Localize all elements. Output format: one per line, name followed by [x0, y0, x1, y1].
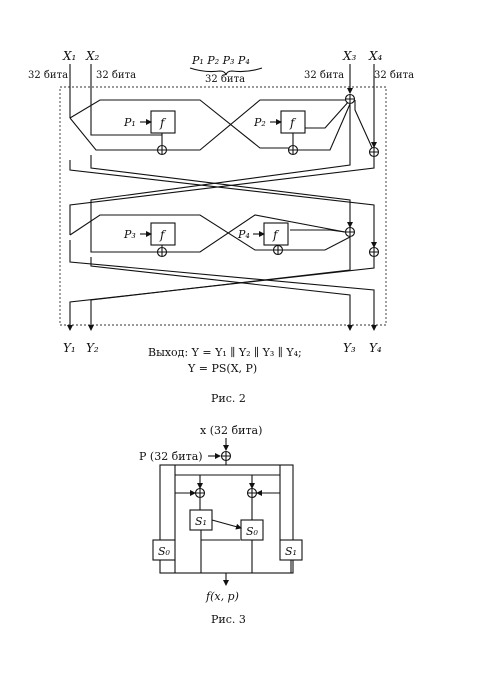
wire [90, 104, 351, 212]
output-y4-label: Y₄ [369, 341, 382, 355]
params-bits-label: 32 бита [205, 74, 245, 85]
wire [290, 229, 346, 233]
s0-mid-label: S₀ [246, 525, 259, 538]
f-box-3-label: f [159, 228, 167, 242]
params-label: P₁ P₂ P₃ P₄ [191, 54, 250, 67]
cipher-boundary [59, 86, 387, 326]
figure-2-caption: Рис. 2 [211, 392, 246, 405]
wire [69, 240, 377, 331]
input-x4-label: X₄ [368, 49, 383, 63]
output-y2-label: Y₂ [86, 341, 99, 355]
fig3-output-label: f(x, p) [205, 590, 239, 603]
figure-3-caption: Рис. 3 [211, 613, 246, 626]
params-brace [189, 67, 263, 76]
wire [90, 155, 351, 212]
figure-2: X₁ X₂ X₃ X₄ 32 бита 32 бита 32 бита 32 б… [28, 49, 414, 405]
figure-3: x (32 бита) P (32 бита) S₁ S₀ S₀ S₁ [139, 424, 303, 626]
bits-label-right: 32 бита [374, 70, 414, 81]
s0-left-label: S₀ [158, 545, 171, 558]
wire [354, 100, 375, 153]
wire [88, 237, 351, 331]
fig3-frame [159, 464, 294, 574]
wire [167, 99, 346, 151]
xor-symbol [156, 246, 168, 258]
wire [90, 88, 162, 136]
input-x3-label: X₃ [342, 49, 357, 63]
p2-label: P₂ [253, 116, 266, 129]
wire [69, 214, 273, 251]
wire [167, 214, 346, 253]
xor-symbol [368, 246, 380, 258]
p1-label: P₁ [123, 116, 136, 129]
xor-symbol [287, 144, 299, 156]
xor-symbol [156, 144, 168, 156]
wire [90, 257, 353, 331]
xor-symbol [246, 487, 258, 499]
fig3-p-label: P (32 бита) [139, 450, 203, 463]
f-box-2-label: f [289, 116, 297, 130]
p3-label: P₃ [123, 228, 136, 241]
output-y1-label: Y₁ [63, 341, 76, 355]
wire [69, 99, 293, 149]
p4-label: P₄ [237, 228, 250, 241]
bits-label-x3: 32 бита [304, 70, 344, 81]
xor-symbol [344, 93, 356, 105]
xor-symbol [194, 487, 206, 499]
wire [67, 257, 375, 331]
wire [283, 236, 351, 251]
xor-symbol [272, 244, 284, 256]
wire [90, 212, 157, 253]
input-x1-label: X₁ [62, 49, 76, 63]
wire [69, 117, 157, 151]
fig3-input-label: x (32 бита) [200, 424, 262, 437]
xor-symbol [220, 450, 232, 462]
output-y3-label: Y₃ [343, 341, 356, 355]
wire [69, 160, 375, 210]
output-formula-line2: Y = PS(X, P) [187, 362, 257, 375]
wire [69, 157, 375, 215]
xor-symbol [344, 226, 356, 238]
f-box-1-label: f [159, 116, 167, 130]
wire [211, 519, 242, 530]
f-box-4-label: f [272, 228, 280, 242]
bits-label-x2: 32 бита [96, 70, 136, 81]
input-x2-label: X₂ [85, 49, 100, 63]
xor-symbol [368, 146, 380, 158]
output-formula-line1: Выход: Y = Y₁ ∥ Y₂ ∥ Y₃ ∥ Y₄; [148, 346, 302, 359]
wire [298, 103, 351, 151]
bits-label-left: 32 бита [28, 70, 68, 81]
s1-right-label: S₁ [285, 545, 297, 558]
s1-top-label: S₁ [195, 515, 207, 528]
s0-left-box [152, 539, 176, 561]
